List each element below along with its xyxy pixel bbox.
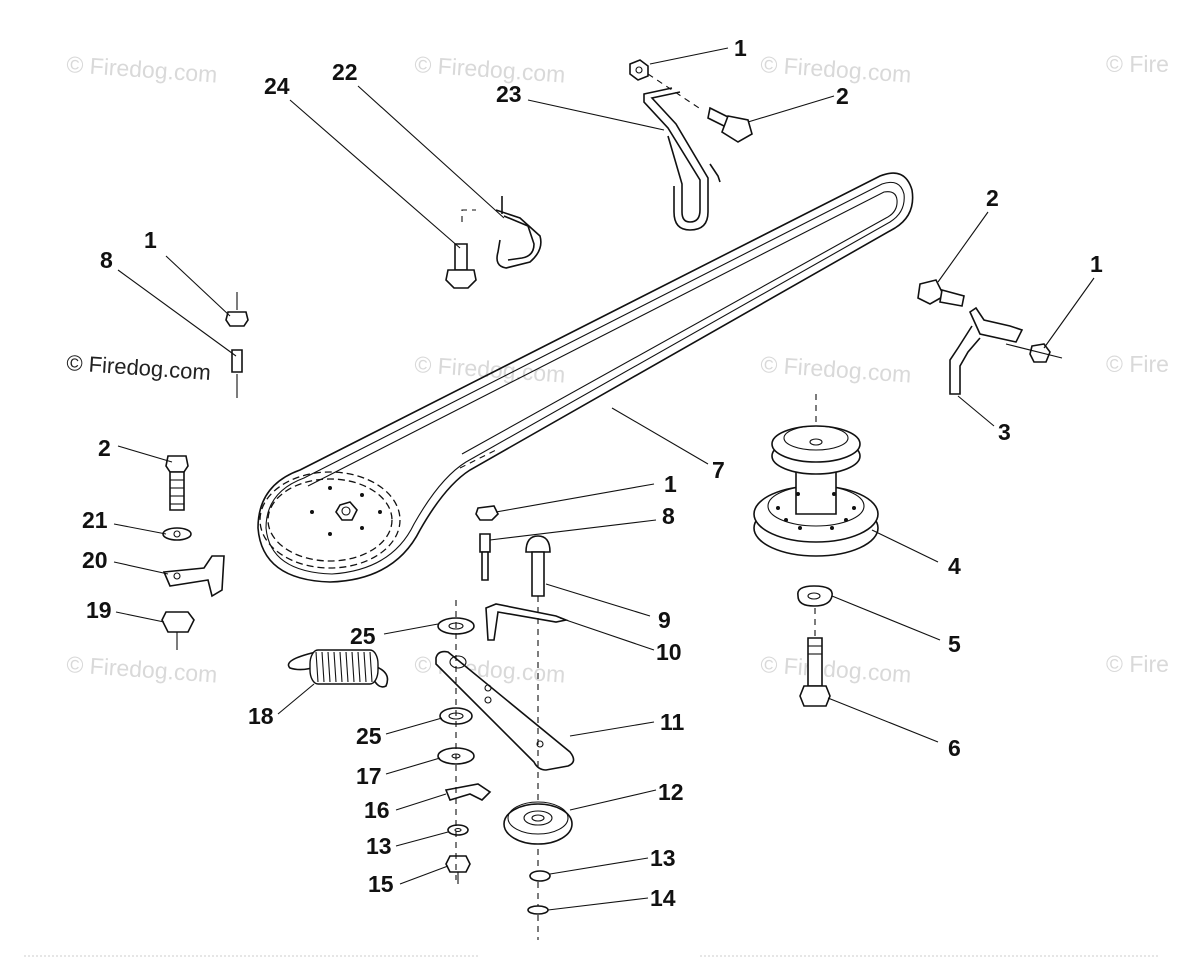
callout-1: 1 — [734, 35, 747, 61]
callout-15: 15 — [368, 871, 394, 897]
stud-and-nut-left — [225, 292, 249, 398]
callout-5: 5 — [948, 631, 961, 657]
callout-11: 11 — [660, 709, 685, 735]
bracket-assembly-left — [161, 455, 225, 650]
callout-23: 23 — [496, 81, 522, 107]
watermark: © Firedog.com — [760, 651, 913, 687]
watermark: © Fire — [1106, 351, 1169, 377]
callout-8: 8 — [662, 503, 675, 529]
callout-12: 12 — [658, 779, 684, 805]
watermark-logo: © Firedog.com — [66, 350, 212, 385]
callout-20: 20 — [82, 547, 108, 573]
callout-7: 7 — [712, 457, 725, 483]
callout-13: 13 — [650, 845, 676, 871]
idler-arm-assembly — [435, 505, 575, 940]
callout-3: 3 — [998, 419, 1011, 445]
callout-24: 24 — [264, 73, 290, 99]
watermark: © Firedog.com — [760, 351, 913, 387]
callout-9: 9 — [658, 607, 671, 633]
callout-numbers: 1 2 23 24 22 2 1 3 1 8 7 2 21 20 19 1 8 … — [82, 35, 1103, 911]
watermark: © Firedog.com — [414, 51, 567, 87]
callout-16: 16 — [364, 797, 390, 823]
callout-25: 25 — [350, 623, 376, 649]
drive-belt — [257, 172, 914, 583]
callout-17: 17 — [356, 763, 382, 789]
callout-21: 21 — [82, 507, 108, 533]
callout-13: 13 — [366, 833, 392, 859]
callout-18: 18 — [248, 703, 274, 729]
callout-6: 6 — [948, 735, 961, 761]
callout-2: 2 — [98, 435, 111, 461]
callout-8: 8 — [100, 247, 113, 273]
tension-spring — [287, 649, 389, 688]
watermark: © Firedog.com — [66, 651, 219, 687]
callout-10: 10 — [656, 639, 682, 665]
callout-1: 1 — [1090, 251, 1103, 277]
callout-25: 25 — [356, 723, 382, 749]
callout-14: 14 — [650, 885, 676, 911]
callout-1: 1 — [144, 227, 157, 253]
callout-2: 2 — [986, 185, 999, 211]
belt-guide-right — [917, 279, 1063, 395]
belt-guide-22 — [445, 196, 542, 289]
belt-guide-top — [629, 59, 753, 231]
watermark: © Fire — [1106, 651, 1169, 677]
callout-2: 2 — [836, 83, 849, 109]
callout-1: 1 — [664, 471, 677, 497]
watermark: © Fire — [1106, 51, 1169, 77]
callout-4: 4 — [948, 553, 961, 579]
watermarks: © Firedog.com © Firedog.com © Firedog.co… — [66, 51, 1169, 688]
double-pulley — [753, 394, 879, 707]
callout-19: 19 — [86, 597, 112, 623]
leader-lines — [113, 47, 1095, 911]
watermark: © Firedog.com — [66, 51, 219, 87]
callout-22: 22 — [332, 59, 358, 85]
